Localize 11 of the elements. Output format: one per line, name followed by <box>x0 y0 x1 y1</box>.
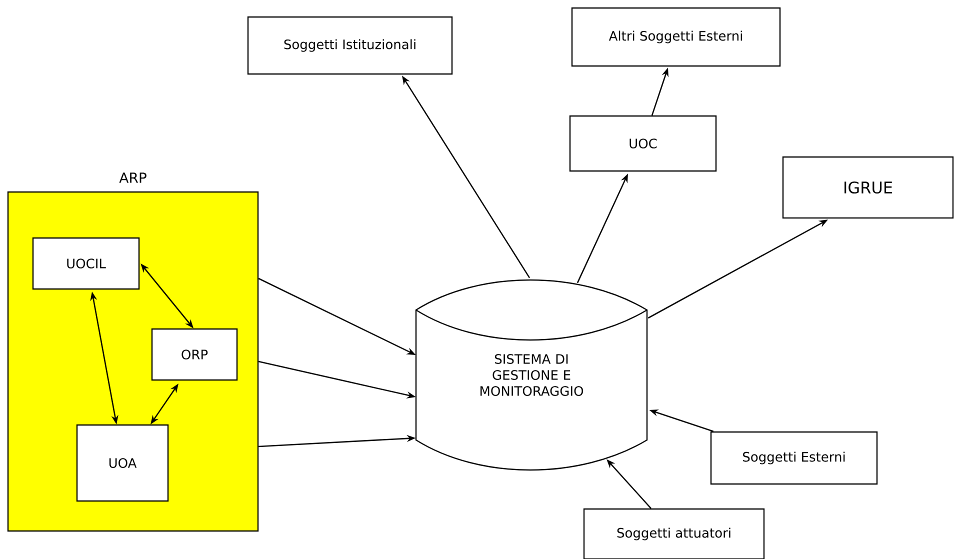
process-box: Soggetti attuatori <box>583 508 765 559</box>
node-label: ARP <box>119 172 146 183</box>
process-box: IGRUE <box>782 156 954 219</box>
process-box: UOA <box>76 424 169 502</box>
process-box: UOC <box>569 115 717 172</box>
process-box: UOCIL <box>32 237 140 290</box>
process-box: ORP <box>151 328 238 381</box>
process-box: Altri Soggetti Esterni <box>571 7 781 67</box>
cylinder: SISTEMA DI GESTIONE E MONITORAGGIO <box>415 279 648 471</box>
process-box: Soggetti Istituzionali <box>247 16 453 75</box>
process-box: Soggetti Esterni <box>710 431 878 485</box>
